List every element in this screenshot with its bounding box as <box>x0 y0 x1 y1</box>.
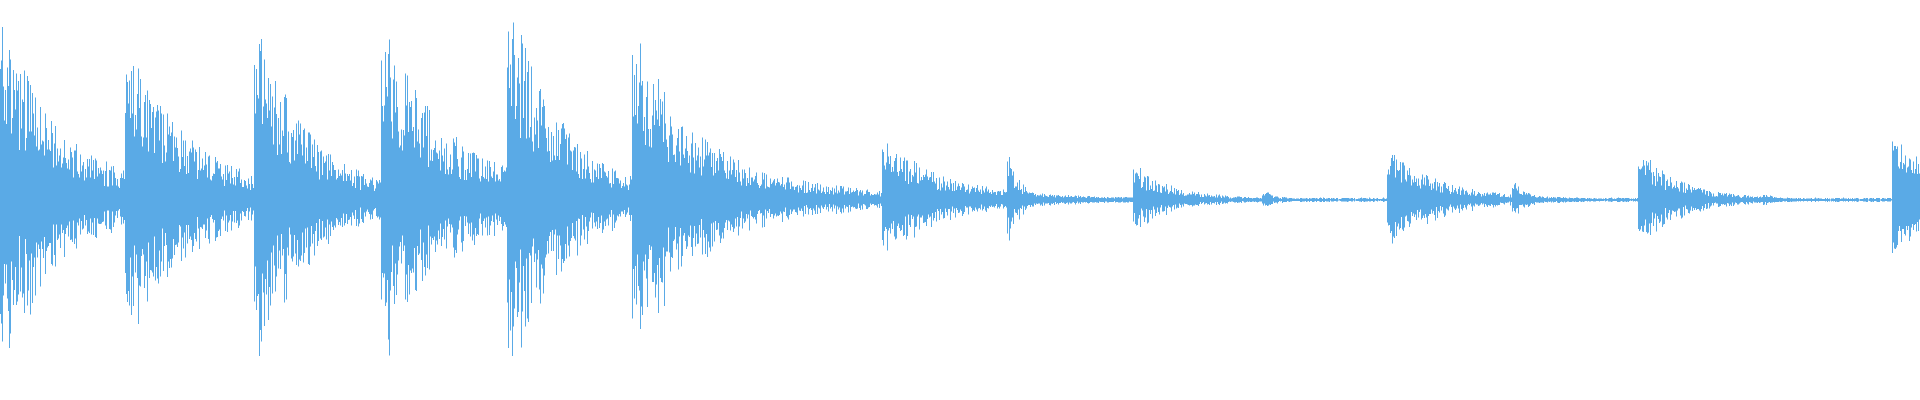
waveform-samples <box>0 22 1920 357</box>
waveform-trace <box>0 22 1920 357</box>
